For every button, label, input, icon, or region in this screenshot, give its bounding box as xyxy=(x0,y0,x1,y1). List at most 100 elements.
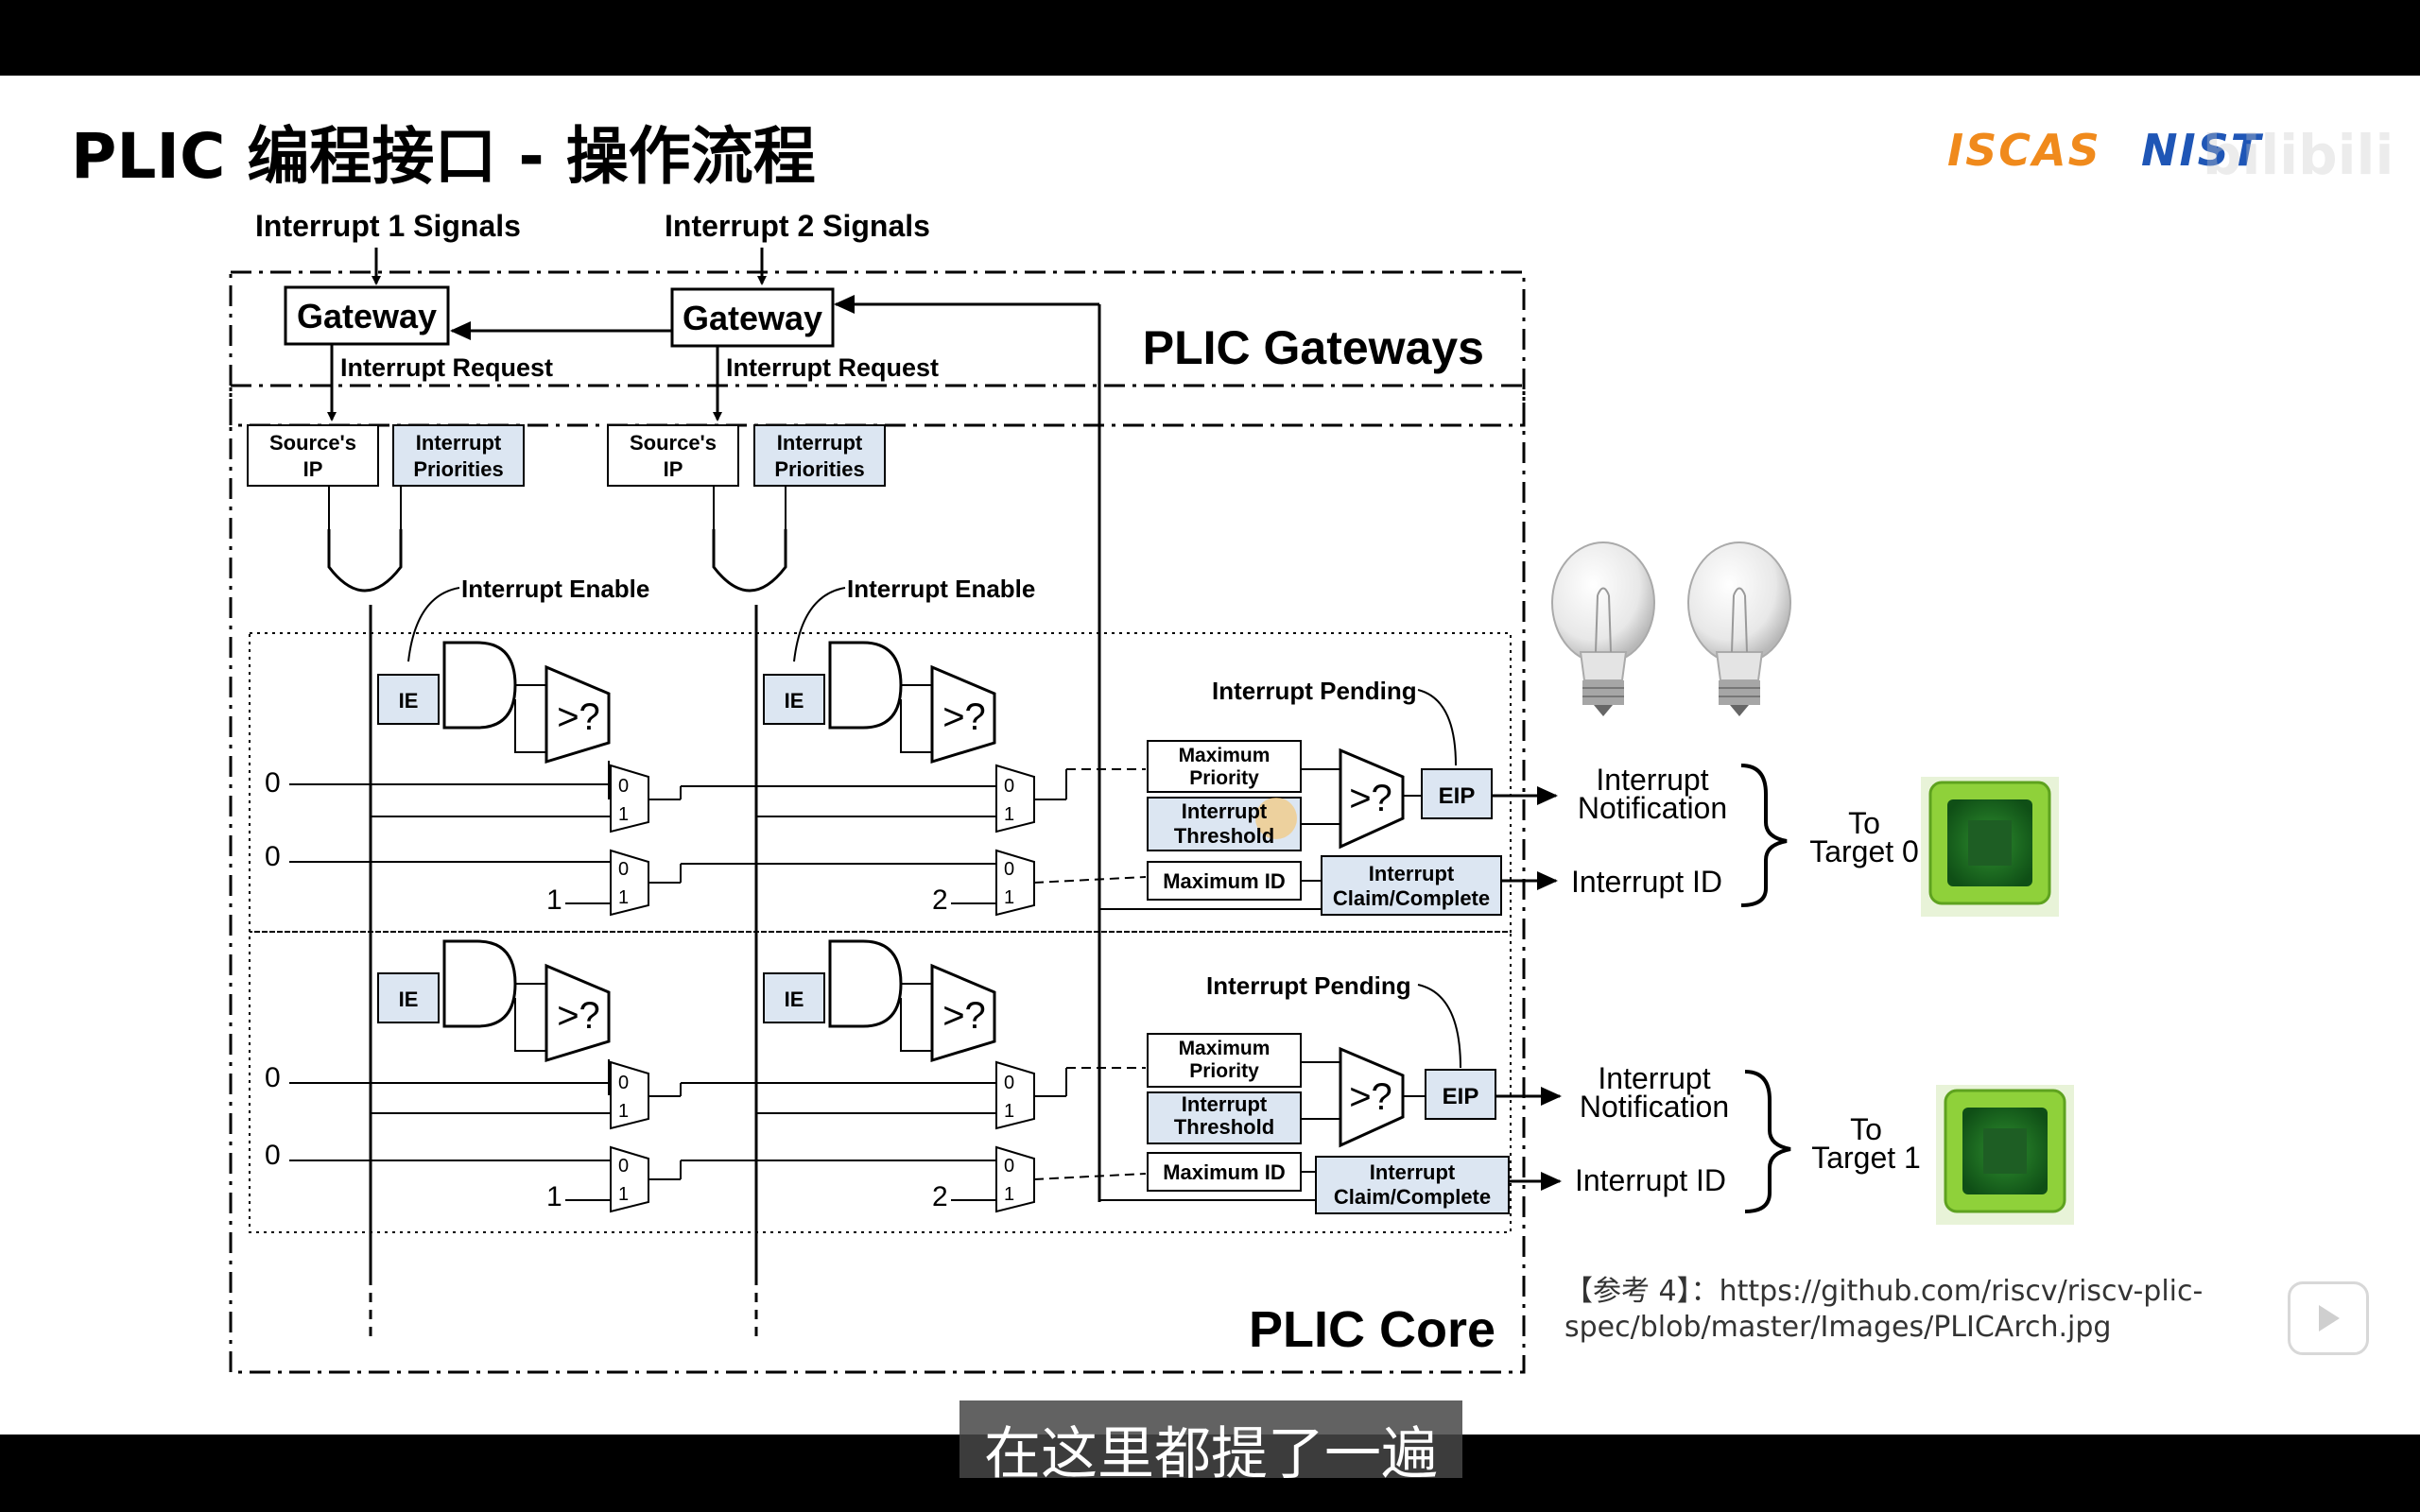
mux-1: 1 xyxy=(618,887,629,908)
plic-gateways-label: PLIC Gateways xyxy=(1143,321,1484,374)
mux-1: 1 xyxy=(618,1184,629,1205)
interrupt-pending-label: Interrupt Pending xyxy=(1212,677,1417,705)
bilibili-watermark: bilibili xyxy=(2203,123,2394,187)
compare-label: >? xyxy=(942,995,986,1037)
reference-url-line2[interactable]: spec/blob/master/Images/PLICArch.jpg xyxy=(1564,1311,2112,1344)
reference-note: 【参考 4】：https://github.com/riscv/riscv-pl… xyxy=(1564,1274,2203,1346)
chip-icon xyxy=(1921,777,2059,917)
subtitle-background xyxy=(959,1400,1462,1478)
id-two: 2 xyxy=(932,885,948,916)
gateway-2-label: Gateway xyxy=(683,299,822,337)
signal-1-label: Interrupt 1 Signals xyxy=(255,209,521,243)
id-one: 1 xyxy=(546,1181,562,1212)
signal-2-label: Interrupt 2 Signals xyxy=(665,209,930,243)
interrupt-request-1: Interrupt Request xyxy=(340,353,553,382)
claim-line1: Interrupt xyxy=(1370,1160,1456,1184)
mux-0: 0 xyxy=(618,859,629,880)
claim-line2: Claim/Complete xyxy=(1333,886,1490,910)
notification-0-line1: Interrupt xyxy=(1596,763,1708,797)
priorities-1-line1: Interrupt xyxy=(416,431,502,455)
ie-label: IE xyxy=(785,689,804,713)
max-priority-line2: Priority xyxy=(1189,1060,1259,1082)
eip-label: EIP xyxy=(1439,783,1476,809)
compare-label: >? xyxy=(557,696,600,738)
priorities-1-line2: Priorities xyxy=(413,457,503,481)
mux-0: 0 xyxy=(618,1073,629,1093)
target-0-block: IE >? 0 1 0 0 1 0 1 IE >? xyxy=(265,641,1558,917)
mux-0: 0 xyxy=(1004,1156,1014,1177)
eip-label: EIP xyxy=(1443,1084,1479,1109)
mux-1: 1 xyxy=(1004,887,1014,908)
source-ip-2-line2: IP xyxy=(664,457,683,481)
play-button[interactable] xyxy=(2288,1281,2369,1355)
mux-1: 1 xyxy=(618,804,629,825)
mux-0: 0 xyxy=(618,1156,629,1177)
iscas-logo: ISCAS xyxy=(1947,125,2101,176)
claim-line2: Claim/Complete xyxy=(1334,1185,1491,1209)
target-1-line1: To xyxy=(1850,1112,1882,1146)
lightbulb-icon xyxy=(1687,541,1791,716)
plic-core-label: PLIC Core xyxy=(1249,1301,1495,1358)
target-1-block: IE >? 0 1 0 0 1 0 1 IE >? xyxy=(265,939,1562,1214)
threshold-line2: Threshold xyxy=(1174,824,1274,848)
subtitle-text: 在这里都提了一遍 xyxy=(984,1421,1438,1487)
mux-0: 0 xyxy=(1004,859,1014,880)
interrupt-enable-2: Interrupt Enable xyxy=(847,575,1035,603)
input-zero: 0 xyxy=(265,1062,281,1093)
target-0-line2: Target 0 xyxy=(1809,834,1919,868)
target-1-line2: Target 1 xyxy=(1811,1141,1921,1175)
compare-label: >? xyxy=(1349,778,1392,819)
ie-label: IE xyxy=(399,988,419,1011)
threshold-line1: Interrupt xyxy=(1182,799,1268,823)
source-ip-1-line2: IP xyxy=(303,457,323,481)
lightbulb-icon xyxy=(1551,541,1655,716)
max-id-label: Maximum ID xyxy=(1163,869,1286,893)
mux-0: 0 xyxy=(1004,776,1014,797)
interrupt-request-2: Interrupt Request xyxy=(726,353,939,382)
mux-0: 0 xyxy=(618,776,629,797)
notification-0-line2: Notification xyxy=(1578,791,1727,825)
mux-1: 1 xyxy=(1004,804,1014,825)
notification-1-line2: Notification xyxy=(1580,1090,1729,1124)
interrupt-pending-label: Interrupt Pending xyxy=(1206,971,1411,1000)
input-zero: 0 xyxy=(265,767,281,799)
source-ip-1-line1: Source's xyxy=(269,431,356,455)
reference-url-line1[interactable]: https://github.com/riscv/riscv-plic- xyxy=(1719,1275,2204,1308)
max-priority-line1: Maximum xyxy=(1179,1038,1270,1059)
interrupt-enable-1: Interrupt Enable xyxy=(461,575,649,603)
claim-line1: Interrupt xyxy=(1369,862,1455,885)
letterbox-top xyxy=(0,0,2420,76)
chip-icon xyxy=(1936,1085,2074,1225)
input-zero: 0 xyxy=(265,1140,281,1171)
ie-label: IE xyxy=(785,988,804,1011)
play-icon xyxy=(2319,1305,2340,1332)
threshold-line2: Threshold xyxy=(1174,1115,1274,1139)
target-0-line1: To xyxy=(1848,806,1880,840)
mux-0: 0 xyxy=(1004,1073,1014,1093)
slide-title: PLIC 编程接口 - 操作流程 xyxy=(71,120,816,193)
compare-label: >? xyxy=(1349,1076,1392,1118)
priorities-2-line1: Interrupt xyxy=(777,431,863,455)
ie-label: IE xyxy=(399,689,419,713)
mux-1: 1 xyxy=(1004,1101,1014,1122)
reference-prefix: 【参考 4】： xyxy=(1564,1275,1720,1308)
mux-1: 1 xyxy=(618,1101,629,1122)
threshold-line1: Interrupt xyxy=(1182,1092,1268,1116)
gateway-2-box xyxy=(670,287,835,348)
max-priority-line2: Priority xyxy=(1189,767,1259,789)
nist-logo: NIST xyxy=(2141,125,2263,176)
id-two: 2 xyxy=(932,1181,948,1212)
interrupt-id-0: Interrupt ID xyxy=(1571,865,1722,899)
gateway-1-box xyxy=(284,285,450,346)
interrupt-id-1: Interrupt ID xyxy=(1575,1163,1726,1197)
notification-1-line1: Interrupt xyxy=(1598,1061,1710,1095)
gateway-1-label: Gateway xyxy=(297,297,437,335)
mux-1: 1 xyxy=(1004,1184,1014,1205)
priorities-2-line2: Priorities xyxy=(774,457,864,481)
max-priority-line1: Maximum xyxy=(1179,745,1270,766)
compare-label: >? xyxy=(557,995,600,1037)
source-ip-2-line1: Source's xyxy=(630,431,717,455)
compare-label: >? xyxy=(942,696,986,738)
